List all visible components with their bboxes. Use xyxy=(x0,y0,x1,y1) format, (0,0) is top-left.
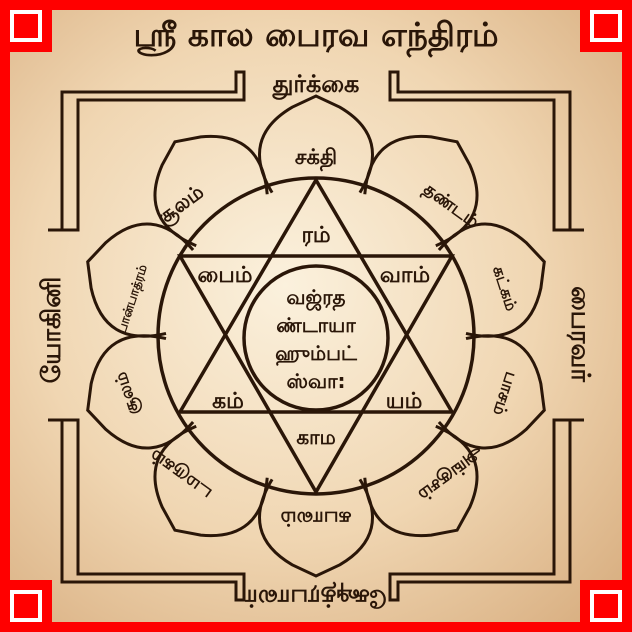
star-label-top: ரம் xyxy=(301,223,330,248)
hexagram xyxy=(176,176,456,496)
star-label-lower-right: யம் xyxy=(386,389,423,414)
yantra-title: ஸ்ரீ கால பைரவ எந்திரம் xyxy=(133,15,498,58)
inner-circle xyxy=(242,264,390,412)
center-line-2: ண்டாயா xyxy=(276,313,356,337)
center-line-4: ஸ்வா: xyxy=(286,369,345,393)
star-label-upper-right: வாம் xyxy=(380,263,430,288)
lotus-petal-top xyxy=(258,94,374,194)
gate-label-left: யோகினி xyxy=(37,277,67,384)
lotus-petal-bottom xyxy=(258,478,374,578)
star-label-bottom: காம xyxy=(296,425,335,449)
corner-ornament-top-right xyxy=(580,0,632,52)
lotus-petal-right-upper xyxy=(437,222,546,338)
lotus-petal-top-right xyxy=(363,134,479,248)
copper-plate xyxy=(10,10,622,622)
corner-ornament-top-left xyxy=(0,0,52,52)
lotus-petals xyxy=(86,94,546,578)
gate-label-right: பைரவர் xyxy=(565,286,595,382)
petal-label-bottom: கபாலம் xyxy=(281,507,352,531)
lotus-petal-bottom-left xyxy=(153,424,269,538)
center-line-1: வஜ்ரத xyxy=(286,285,345,312)
lotus-petal-top-left xyxy=(153,134,269,248)
bhupura-square xyxy=(48,70,584,602)
lotus-petal-left-upper xyxy=(86,222,195,338)
star-label-upper-left: பைம் xyxy=(198,263,253,288)
center-line-3: ஹும்பட் xyxy=(275,341,358,367)
gate-label-bottom: க்ஷேத்ரபாலர் xyxy=(245,581,387,612)
lotus-petal-bottom-right xyxy=(363,424,479,538)
petal-label-top: சக்தி xyxy=(295,145,337,172)
corner-ornament-bottom-right xyxy=(580,580,632,632)
corner-ornament-bottom-left xyxy=(0,580,52,632)
star-label-lower-left: கம் xyxy=(212,389,244,414)
lotus-petal-right-lower xyxy=(437,334,546,450)
lotus-petal-left-lower xyxy=(86,334,195,450)
